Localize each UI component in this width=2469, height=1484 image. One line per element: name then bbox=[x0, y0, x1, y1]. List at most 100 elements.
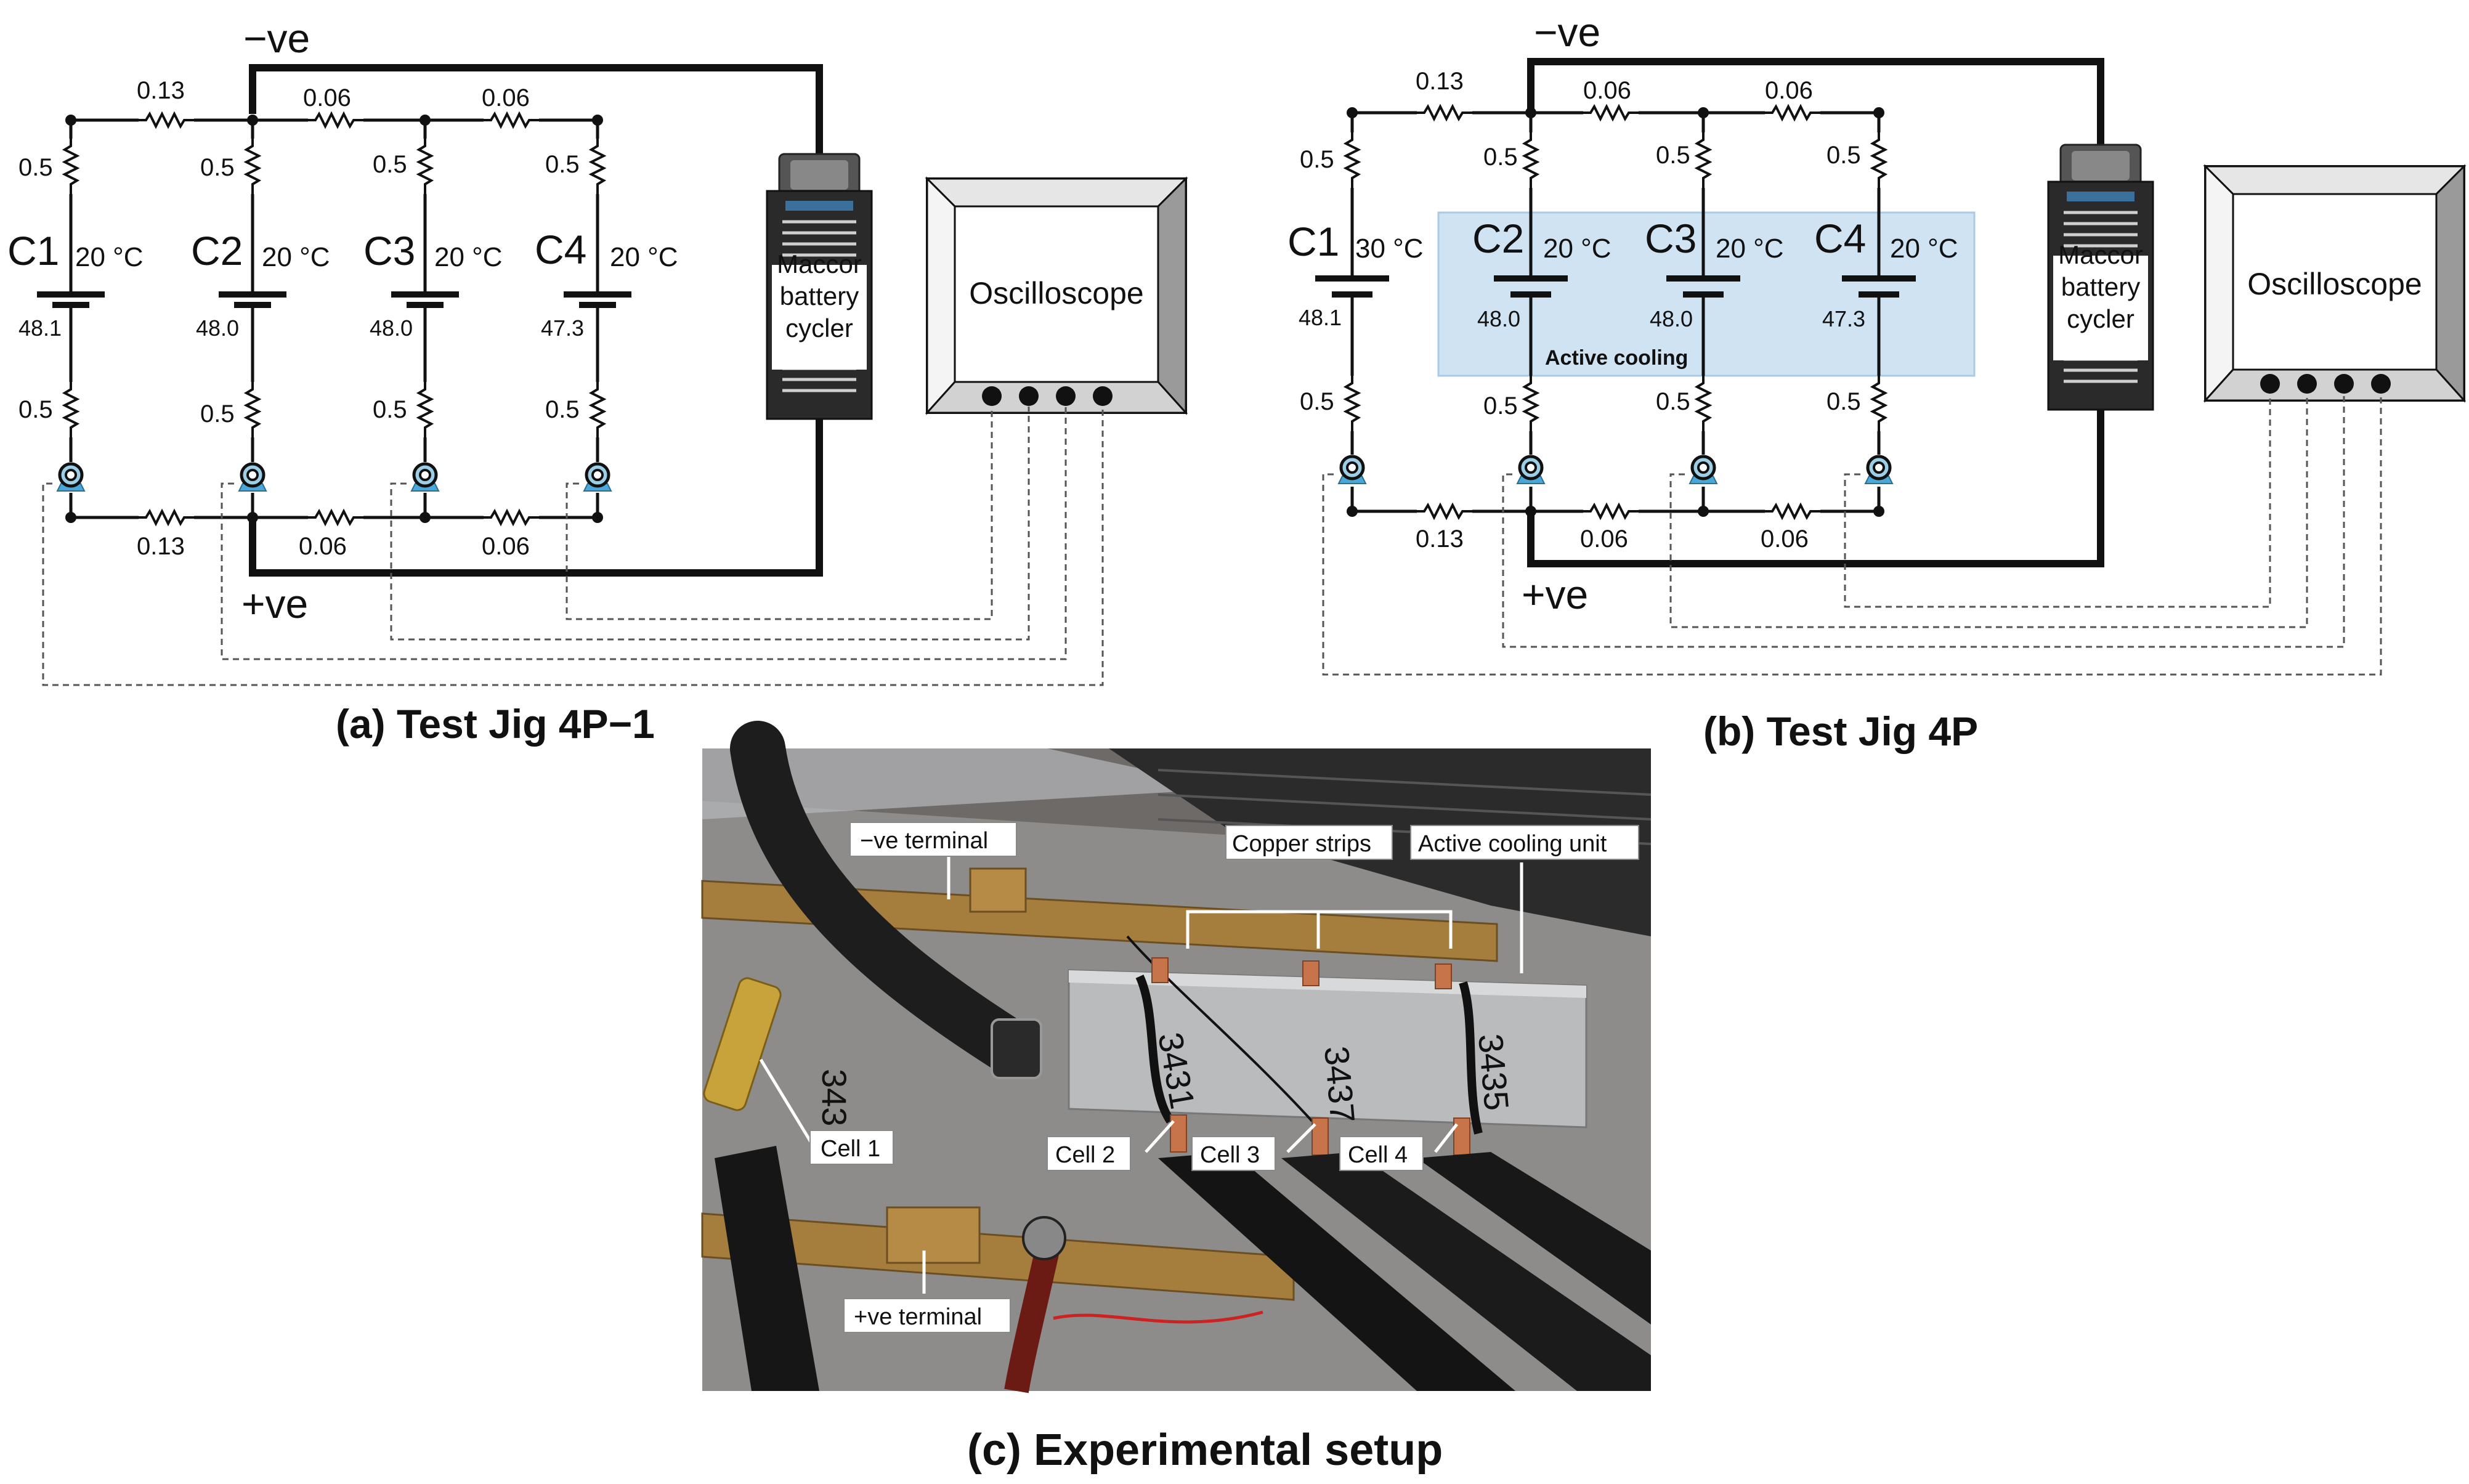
current-probe-clamp bbox=[1417, 1152, 1651, 1324]
svg-text:Cell 1: Cell 1 bbox=[821, 1136, 880, 1162]
cell-c4-name: C4 bbox=[535, 227, 586, 272]
resistor-bottom-1-label: 0.13 bbox=[137, 533, 185, 560]
cell-c4-value: 47.3 bbox=[1822, 306, 1865, 331]
cycler-label-line-1: Maccor bbox=[777, 249, 862, 278]
cell-c2-value: 48.0 bbox=[196, 315, 239, 341]
negative-terminal-label: −ve bbox=[243, 15, 310, 61]
probe-signal-line-c2 bbox=[1502, 394, 2345, 648]
resistor-top-3-label: 0.06 bbox=[482, 84, 530, 112]
positive-terminal-label: +ve bbox=[1522, 572, 1588, 617]
callout-cell-3: Cell 3 bbox=[1191, 1136, 1276, 1171]
branch-resistor-label: 0.5 bbox=[1826, 142, 1861, 169]
branch-resistor-label: 0.5 bbox=[1656, 142, 1690, 169]
resistor-bottom-2-label: 0.06 bbox=[1580, 525, 1628, 553]
panel-a-test-jig-4p-1: 0.13 0.06 0.06 0.13 0.06 0.06 0.5 0.5 0.… bbox=[7, 15, 1188, 747]
cell-1-body bbox=[703, 977, 782, 1111]
callout-positive-terminal: +ve terminal bbox=[843, 1298, 1011, 1333]
cell-c4-name: C4 bbox=[1814, 216, 1866, 261]
cell-c3-name: C3 bbox=[363, 228, 415, 274]
branch-resistor-label: 0.5 bbox=[1656, 388, 1690, 415]
branch-resistor-label: 0.5 bbox=[1483, 144, 1518, 171]
branch-resistor-label: 0.5 bbox=[18, 396, 53, 423]
resistor-top-1-label: 0.13 bbox=[137, 77, 185, 104]
cell-c2-name: C2 bbox=[1472, 216, 1524, 261]
active-cooling-label: Active cooling bbox=[1545, 346, 1688, 370]
cell-c3-temp: 20 °C bbox=[1716, 233, 1784, 264]
current-probe-clamp bbox=[1158, 1152, 1515, 1391]
negative-terminal-bar bbox=[701, 880, 1498, 962]
svg-text:Cell 2: Cell 2 bbox=[1055, 1142, 1115, 1168]
callout-negative-terminal: −ve terminal bbox=[849, 822, 1017, 857]
resistor-top-1 bbox=[137, 113, 195, 128]
resistor-bottom-1 bbox=[137, 510, 195, 525]
probe-signal-line-c3 bbox=[1669, 394, 2308, 628]
cell-c1-name: C1 bbox=[7, 228, 59, 274]
coolant-hose bbox=[730, 721, 1038, 1075]
cell-c4-temp: 20 °C bbox=[1890, 233, 1958, 264]
branch-c4 bbox=[1842, 113, 1916, 511]
branch-resistor-label: 0.5 bbox=[545, 151, 580, 178]
probe-signal-line-c4 bbox=[1844, 394, 2271, 608]
probe-signal-line-c4 bbox=[566, 407, 993, 620]
negative-terminal-label: −ve bbox=[1534, 9, 1600, 55]
cell-c3-value: 48.0 bbox=[1650, 306, 1693, 331]
branch-resistor-label: 0.5 bbox=[1483, 392, 1518, 420]
branch-resistor-label: 0.5 bbox=[200, 154, 235, 181]
current-probe-icon bbox=[584, 464, 611, 491]
probe-signal-line-c3 bbox=[390, 407, 1030, 641]
cell-c2-value: 48.0 bbox=[1477, 306, 1520, 331]
callout-cell-2: Cell 2 bbox=[1047, 1136, 1131, 1171]
current-probe-icon bbox=[57, 464, 84, 491]
cell-c1-value: 48.1 bbox=[1299, 305, 1342, 330]
oscilloscope-icon bbox=[925, 176, 1188, 415]
oscilloscope-icon bbox=[2203, 164, 2467, 403]
resistor-top-2 bbox=[1582, 105, 1640, 120]
handwritten-cell-id: 3435 bbox=[1471, 1032, 1517, 1113]
resistor-top-3-label: 0.06 bbox=[1765, 77, 1813, 104]
probe-signal-line-c2 bbox=[221, 407, 1067, 660]
panel-c-experimental-setup-photo: 3431 3437 3435 343 bbox=[701, 721, 1652, 1475]
panel-b-caption: (b) Test Jig 4P bbox=[1703, 708, 1978, 754]
positive-main-lead bbox=[249, 416, 823, 577]
cell-c1-temp: 30 °C bbox=[1355, 233, 1424, 264]
branch-c2 bbox=[1494, 113, 1568, 511]
active-cooling-unit bbox=[1068, 969, 1587, 1129]
resistor-bottom-2-label: 0.06 bbox=[299, 533, 347, 560]
panel-c-caption: (c) Experimental setup bbox=[967, 1425, 1443, 1475]
resistor-top-1-label: 0.13 bbox=[1416, 68, 1464, 95]
cycler-label-line-2: battery bbox=[2061, 272, 2140, 301]
branch-resistor-label: 0.5 bbox=[200, 400, 235, 428]
resistor-top-2-label: 0.06 bbox=[303, 84, 351, 112]
branch-resistor-label: 0.5 bbox=[1300, 146, 1334, 173]
cell-c4-value: 47.3 bbox=[541, 315, 584, 341]
cell-c2-temp: 20 °C bbox=[262, 242, 330, 272]
oscilloscope-label: Oscilloscope bbox=[2247, 267, 2422, 301]
svg-text:Cell 3: Cell 3 bbox=[1200, 1142, 1260, 1168]
callout-active-cooling-unit: Active cooling unit bbox=[1410, 825, 1639, 860]
resistor-bottom-3-label: 0.06 bbox=[1761, 525, 1809, 553]
svg-text:Copper strips: Copper strips bbox=[1232, 831, 1371, 857]
cell-c2-name: C2 bbox=[191, 228, 243, 274]
resistor-top-2 bbox=[307, 113, 365, 128]
oscilloscope-label: Oscilloscope bbox=[969, 276, 1143, 310]
svg-text:Active cooling unit: Active cooling unit bbox=[1418, 831, 1607, 857]
svg-text:−ve terminal: −ve terminal bbox=[860, 828, 988, 854]
svg-text:+ve terminal: +ve terminal bbox=[854, 1304, 982, 1330]
resistor-bottom-3-label: 0.06 bbox=[482, 533, 530, 560]
resistor-top-3 bbox=[482, 113, 540, 128]
cell-c4-temp: 20 °C bbox=[610, 242, 678, 272]
current-probe-icon bbox=[1690, 456, 1717, 484]
resistor-top-2-label: 0.06 bbox=[1583, 77, 1631, 104]
resistor-top-1 bbox=[1416, 105, 1474, 120]
cell-c1-value: 48.1 bbox=[18, 315, 62, 341]
handwritten-cell-id: 3437 bbox=[1317, 1045, 1363, 1125]
branch-resistor-label: 0.5 bbox=[373, 151, 407, 178]
resistor-top-3 bbox=[1764, 105, 1822, 120]
probe-signal-line-c1 bbox=[42, 407, 1104, 686]
branch-c2 bbox=[219, 120, 286, 517]
cell-c1-temp: 20 °C bbox=[75, 242, 144, 272]
handwritten-cell-id: 343 bbox=[815, 1069, 854, 1126]
panel-a-caption: (a) Test Jig 4P−1 bbox=[336, 701, 655, 747]
resistor-bottom-2 bbox=[1582, 504, 1640, 519]
